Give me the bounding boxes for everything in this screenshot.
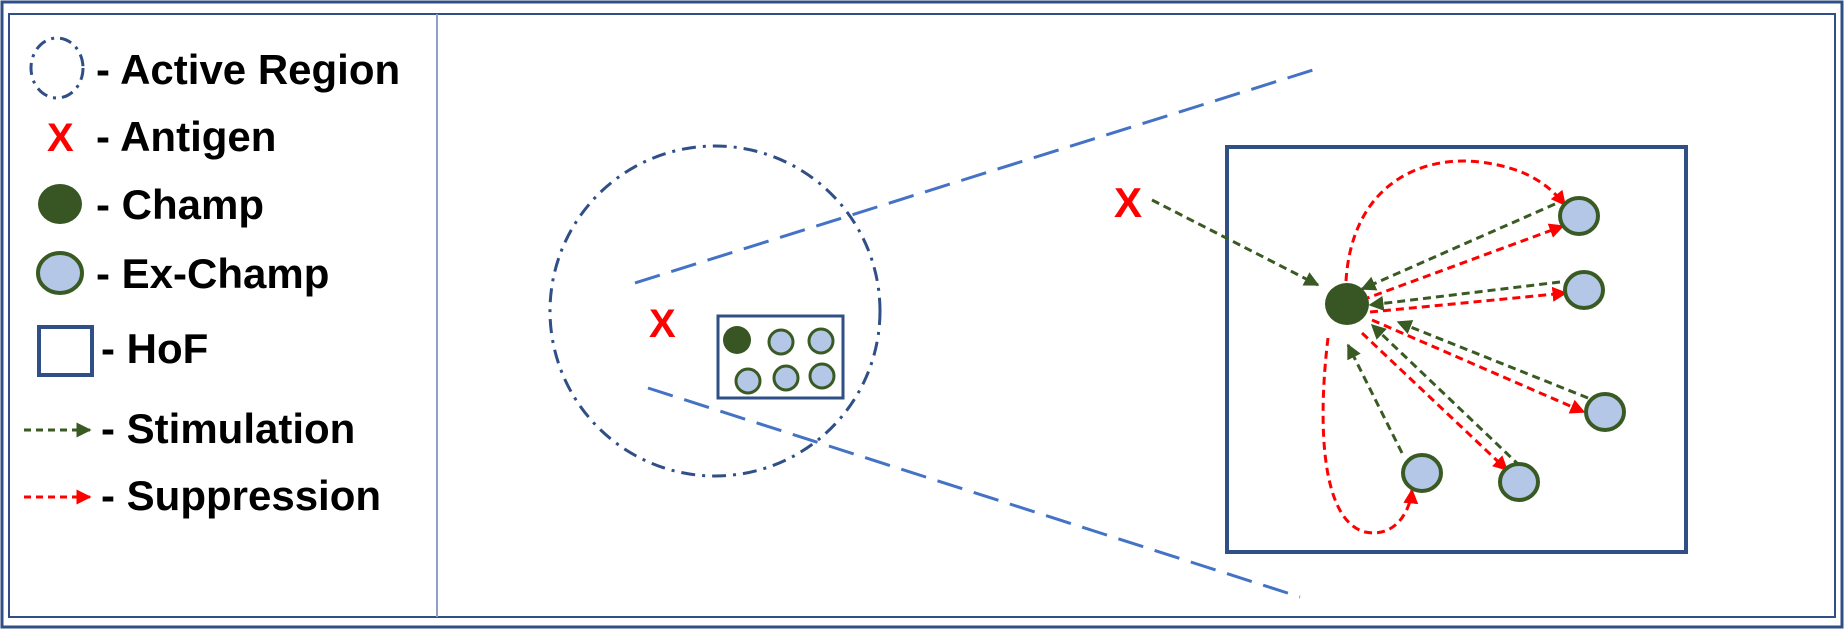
ex-champ-cell-small <box>772 364 800 392</box>
champ-cell <box>1325 283 1369 325</box>
active-region-legend-icon <box>29 36 85 100</box>
active-region-circle <box>548 144 882 478</box>
zoom-line-top <box>634 68 1314 285</box>
hof-zoomed-view: X <box>1114 145 1688 554</box>
legend-label-hof: - HoF <box>101 325 208 372</box>
hof-legend-icon <box>37 325 94 377</box>
stimulation-arrow <box>1360 202 1556 291</box>
ex-champ-cell-small <box>734 367 762 395</box>
stimulation-arrow <box>1370 323 1522 468</box>
stimulation-arrow <box>1368 280 1561 311</box>
legend-label-stimulation: - Stimulation <box>101 405 355 452</box>
ex-champ-legend-icon <box>36 251 84 295</box>
hof-box-zoomed <box>1225 145 1688 554</box>
inner-frame <box>8 13 1836 618</box>
antigen-marker-zoomed: X <box>1114 179 1142 226</box>
stimulation-arrow <box>1151 198 1320 287</box>
legend-label-ex-champ: - Ex-Champ <box>96 250 329 297</box>
ex-champ-cell-small <box>808 362 836 390</box>
ex-champ-cell <box>1401 453 1443 493</box>
ex-champ-cell <box>1498 462 1540 502</box>
ex-champ-cell-small <box>807 327 835 355</box>
suppression-arrow <box>1321 337 1419 535</box>
champ-cell-small <box>723 326 751 354</box>
stimulation-arrow <box>1346 343 1404 454</box>
legend-label-antigen: - Antigen <box>96 113 276 160</box>
active-region-view: X <box>548 144 882 478</box>
legend: - Active Region X - Antigen - Champ - Ex… <box>24 36 400 519</box>
ex-champ-cell <box>1563 270 1605 310</box>
suppression-arrow <box>1344 159 1567 282</box>
legend-label-champ: - Champ <box>96 181 264 228</box>
ex-champ-cell-small <box>767 328 795 356</box>
ex-champ-cell <box>1558 196 1600 236</box>
ex-champ-cell <box>1584 392 1626 432</box>
champ-legend-icon <box>38 184 82 224</box>
suppression-arrow <box>1360 331 1509 472</box>
zoom-line-bottom <box>647 386 1301 599</box>
antigen-marker-small: X <box>649 302 676 346</box>
antigen-legend-icon: X <box>47 116 74 160</box>
hof-box-small <box>716 314 845 400</box>
legend-label-suppression: - Suppression <box>101 472 381 519</box>
suppression-arrow <box>1369 286 1568 314</box>
suppression-arrow <box>1361 223 1565 302</box>
stimulation-arrow <box>1396 320 1589 400</box>
legend-label-active-region: - Active Region <box>96 46 400 93</box>
